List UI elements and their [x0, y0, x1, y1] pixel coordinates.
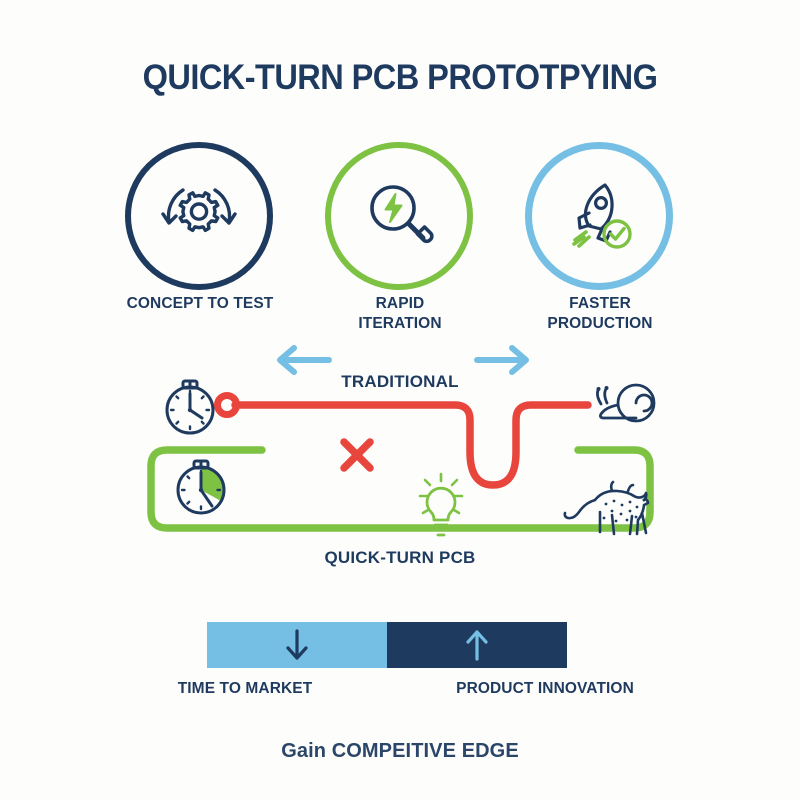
stopwatch-slow-icon [165, 379, 215, 435]
stage-circle-navy [125, 142, 273, 290]
stage-label-line1: FASTER [569, 295, 631, 312]
stopwatch-fast-icon [176, 459, 226, 515]
stage-circle-blue [525, 142, 673, 290]
outcome-bar-product-innovation[interactable] [387, 622, 567, 668]
arrow-left-icon [272, 342, 334, 378]
quickturn-path [147, 446, 654, 532]
stage-row: CONCEPT TO TEST RAPID ITERATION [0, 142, 800, 375]
red-x-icon [340, 438, 374, 472]
lightbulb-idea-icon [418, 472, 464, 537]
stage-label: RAPID ITERATION [305, 294, 495, 335]
stage-label: FASTER PRODUCTION [505, 294, 695, 335]
traditional-path [214, 392, 592, 489]
comparison-paths-svg [147, 379, 656, 537]
stage-label-line2: PRODUCTION [547, 315, 653, 333]
stage-label-line2: ITERATION [358, 315, 442, 333]
stage-label: CONCEPT TO TEST [105, 294, 295, 314]
outcome-label-time-to-market: TIME TO MARKET [177, 680, 313, 697]
stage-label-line1: RAPID [375, 295, 425, 312]
stage-circle-green [325, 142, 473, 290]
quickturn-path-label: QUICK-TURN PCB [324, 548, 476, 567]
stage-label-line1: CONCEPT TO TEST [126, 295, 274, 312]
stage-concept-to-test[interactable]: CONCEPT TO TEST [125, 142, 275, 342]
outcome-label-product-innovation: PRODUCT INNOVATION [456, 680, 634, 697]
snail-icon [596, 383, 656, 423]
outcome-bar-time-to-market[interactable] [207, 622, 387, 668]
cheetah-icon [563, 480, 650, 536]
stage-rapid-iteration[interactable]: RAPID ITERATION [325, 142, 475, 342]
outcome-bar [207, 622, 567, 668]
page-title: QUICK-TURN PCB PROTOTPYING [142, 58, 658, 97]
arrow-right-icon [472, 342, 534, 378]
stage-faster-production[interactable]: FASTER PRODUCTION [525, 142, 675, 342]
footer-tagline: Gain COMPEITIVE EDGE [281, 740, 519, 762]
traditional-path-label: TRADITIONAL [341, 372, 459, 391]
comparison-section: TRADITIONAL [0, 360, 800, 585]
